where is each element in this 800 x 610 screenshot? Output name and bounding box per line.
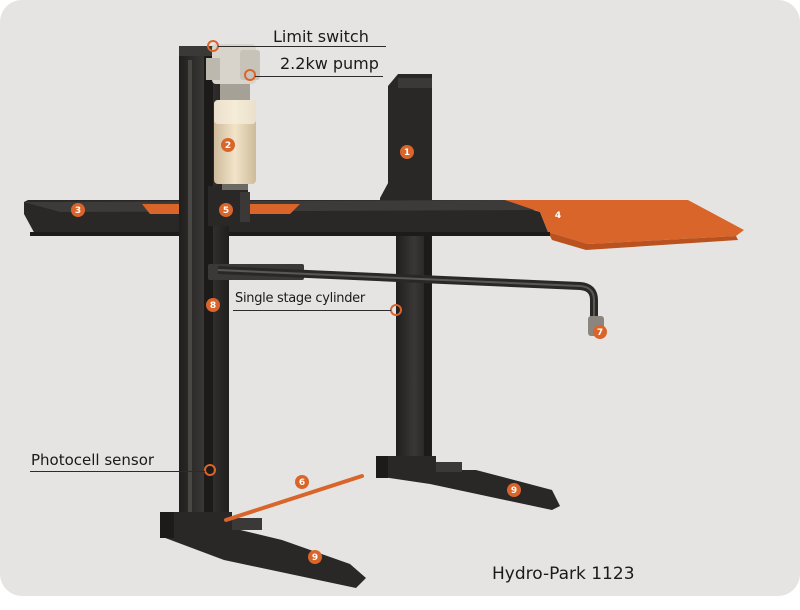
svg-text:8: 8 — [210, 301, 216, 311]
badge-7: 7 — [593, 325, 607, 339]
svg-text:7: 7 — [597, 328, 603, 338]
badge-6: 6 — [295, 475, 309, 489]
cylinder-leader — [233, 310, 391, 311]
limit-switch-label: Limit switch — [273, 27, 369, 46]
left-post — [179, 46, 229, 520]
cylinder-bar — [208, 264, 604, 336]
badge-4: 4 — [551, 208, 565, 222]
photocell-marker — [204, 464, 216, 476]
svg-text:2: 2 — [225, 141, 231, 151]
photocell-leader — [30, 471, 205, 472]
svg-text:1: 1 — [404, 148, 410, 158]
svg-text:4: 4 — [555, 211, 561, 221]
svg-text:3: 3 — [75, 206, 81, 216]
pump-marker — [244, 69, 256, 81]
badge-9-right: 9 — [507, 483, 521, 497]
svg-text:6: 6 — [299, 478, 305, 488]
photocell-beam — [224, 474, 364, 522]
pump-assembly — [206, 44, 260, 190]
left-base — [160, 512, 366, 588]
badge-3: 3 — [71, 203, 85, 217]
pump-label: 2.2kw pump — [280, 54, 379, 73]
svg-text:9: 9 — [312, 553, 318, 563]
model-name: Hydro-Park 1123 — [492, 564, 635, 584]
badge-1: 1 — [400, 145, 414, 159]
badge-5: 5 — [219, 203, 233, 217]
limit-switch-leader — [218, 46, 386, 47]
svg-text:9: 9 — [511, 486, 517, 496]
badge-2: 2 — [221, 138, 235, 152]
cylinder-marker — [390, 304, 402, 316]
cylinder-label: Single stage cylinder — [235, 291, 365, 306]
badge-8: 8 — [206, 298, 220, 312]
badge-9-left: 9 — [308, 550, 322, 564]
svg-text:5: 5 — [223, 206, 229, 216]
photocell-label: Photocell sensor — [31, 451, 155, 469]
pump-leader — [255, 76, 383, 77]
